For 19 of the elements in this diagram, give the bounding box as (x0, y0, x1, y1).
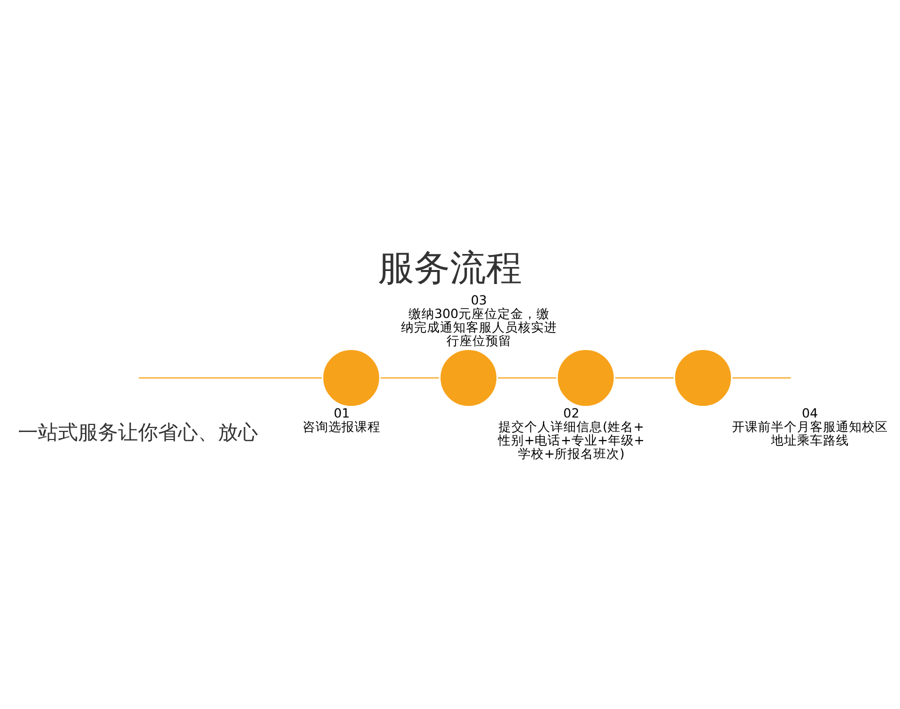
node-label: 咨询选报课程 (302, 418, 381, 434)
node-label: 开课前半个月客服通知校区地址乘车路线 (732, 418, 888, 448)
node-circle (672, 347, 734, 409)
connector (498, 377, 556, 378)
node-label: 03 (470, 292, 487, 308)
connector (732, 377, 791, 378)
node-circle (555, 347, 616, 409)
node-label: 提交个人详细信息(姓名+性别+电话+专业+年级+学校+所报名班次) (498, 418, 644, 461)
node-circle (438, 347, 500, 409)
node-label: 02 (563, 405, 580, 420)
connector (138, 377, 322, 378)
node-circle (320, 347, 382, 409)
node-label: 01 (334, 405, 350, 420)
connector (380, 377, 439, 378)
diagram-title: 服务流程 (378, 247, 522, 290)
connector (615, 377, 674, 378)
node-label: 04 (802, 405, 818, 420)
node-label: 缴纳300元座位定金，缴纳完成通知客服人员核实进行座位预留 (400, 306, 557, 348)
label: 一站式服务让你省心、放心 (18, 420, 258, 444)
